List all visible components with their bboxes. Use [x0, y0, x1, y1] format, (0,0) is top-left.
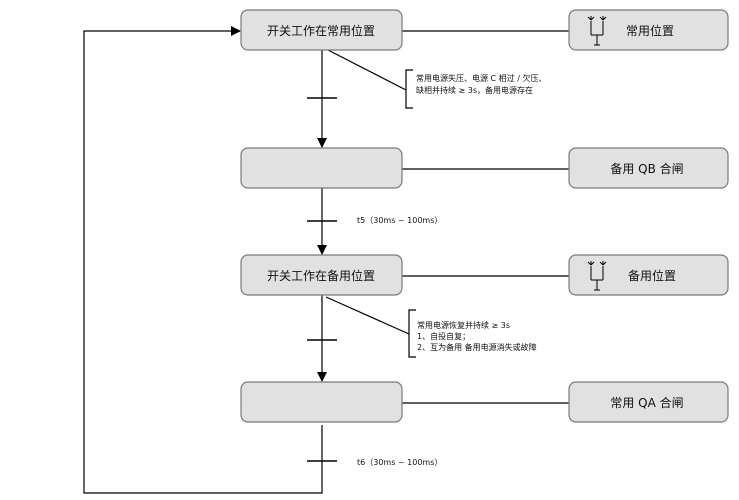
state-label-1: 开关工作在常用位置: [267, 23, 375, 38]
output-box-normal-position: [568, 9, 729, 51]
timer-label-t5: t5（30ms ~ 100ms）: [357, 216, 442, 225]
state-box-standby-position: [240, 254, 403, 296]
state-box-2: [240, 147, 403, 189]
condition-2-line-3: 2、互为备用 备用电源消失或故障: [417, 342, 537, 352]
timer-label-t6: t6（30ms ~ 100ms）: [357, 458, 442, 467]
condition-2-line-1: 常用电源恢复并持续 ≥ 3s: [417, 320, 510, 330]
switch-icon-standby: [587, 261, 607, 291]
output-label-4: 常用 QA 合闸: [610, 395, 683, 410]
output-box-standby-position: [568, 254, 729, 296]
output-label-1: 常用位置: [626, 23, 674, 38]
output-label-3: 备用位置: [628, 268, 676, 283]
condition-leader-2: [325, 296, 410, 335]
state-box-normal-position: [240, 9, 403, 51]
condition-2-line-2: 1、自投自复；: [417, 331, 470, 341]
output-box-qb-close: [568, 147, 729, 189]
condition-leader-1: [327, 49, 407, 91]
output-label-2: 备用 QB 合闸: [610, 161, 683, 176]
state-box-4: [240, 381, 403, 423]
switch-icon-normal: [587, 16, 607, 46]
condition-1-line-2: 缺相并持续 ≥ 3s，备用电源存在: [416, 85, 533, 95]
condition-1-line-1: 常用电源失压、电源 C 相过 / 欠压、: [416, 73, 546, 83]
condition-bracket-1: [405, 69, 413, 109]
return-loop-line: [83, 26, 323, 494]
condition-bracket-2: [408, 309, 416, 358]
output-box-qa-close: [568, 381, 729, 423]
state-label-3: 开关工作在备用位置: [267, 268, 375, 283]
